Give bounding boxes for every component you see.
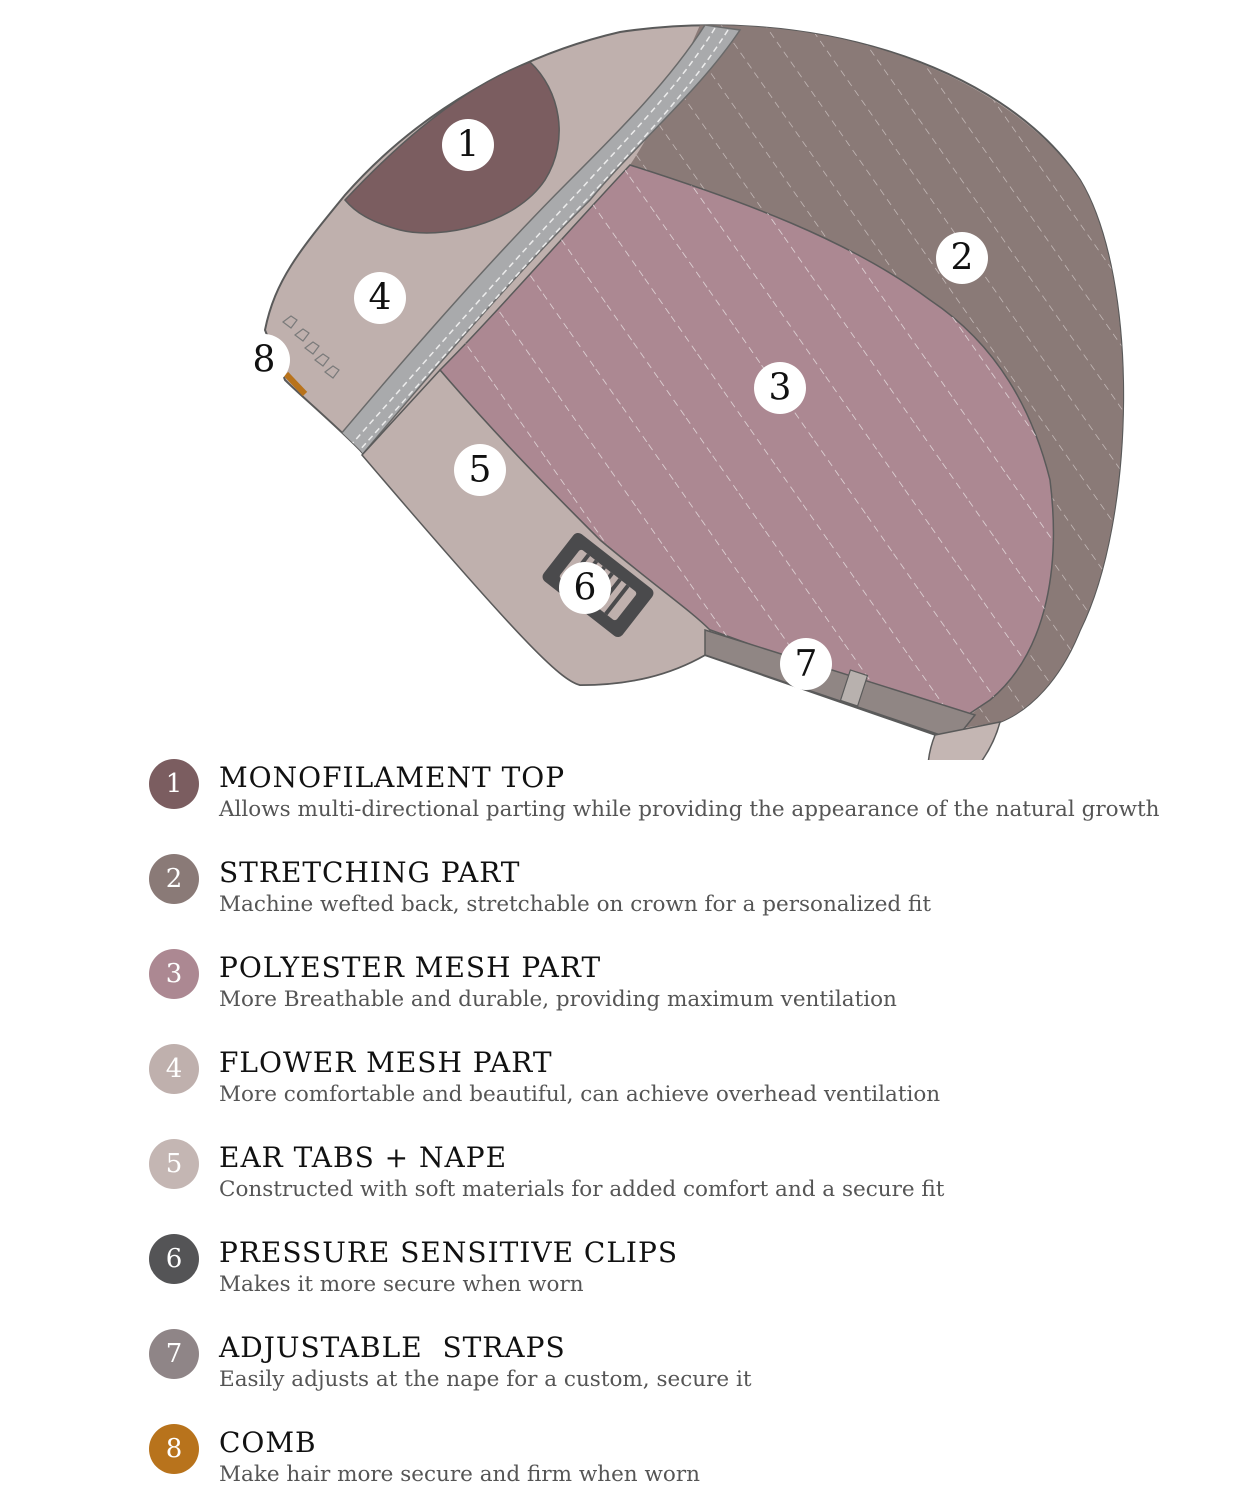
legend-description: Constructed with soft materials for adde…	[219, 1177, 945, 1202]
marker-1: 1	[442, 119, 494, 171]
svg-text:1: 1	[457, 125, 480, 166]
legend-item: 6 PRESSURE SENSITIVE CLIPS Makes it more s…	[0, 1230, 1260, 1320]
svg-text:6: 6	[574, 568, 597, 609]
marker-6: 6	[559, 562, 611, 614]
svg-text:5: 5	[469, 450, 492, 491]
legend-number-badge: 2	[149, 854, 199, 904]
legend-description: Machine wefted back, stretchable on crow…	[219, 892, 932, 917]
legend-number-badge: 7	[149, 1329, 199, 1379]
marker-3: 3	[754, 362, 806, 414]
marker-4: 4	[354, 272, 406, 324]
legend-description: Makes it more secure when worn	[219, 1272, 584, 1297]
legend-item: 7 ADJUSTABLE STRAPS Easily adjusts at the …	[0, 1325, 1260, 1415]
svg-text:3: 3	[769, 368, 792, 409]
legend-description: More Breathable and durable, providing m…	[219, 987, 897, 1012]
legend-item: 1 MONOFILAMENT TOP Allows multi-directiona…	[0, 755, 1260, 845]
marker-5: 5	[454, 444, 506, 496]
svg-text:4: 4	[369, 278, 392, 319]
marker-8: 8	[238, 334, 290, 386]
wig-cap-diagram: 1 2 3 4 5 6 7 8	[238, 24, 1125, 760]
legend-number-badge: 3	[149, 949, 199, 999]
marker-7: 7	[780, 638, 832, 690]
comb	[282, 315, 340, 397]
legend-title: PRESSURE SENSITIVE CLIPS	[219, 1236, 679, 1269]
legend-number-badge: 1	[149, 759, 199, 809]
legend-item: 5 EAR TABS + NAPE Constructed with soft ma…	[0, 1135, 1260, 1225]
legend-number-badge: 6	[149, 1234, 199, 1284]
legend-description: More comfortable and beautiful, can achi…	[219, 1082, 941, 1107]
legend-title: STRETCHING PART	[219, 856, 521, 889]
legend-number-badge: 4	[149, 1044, 199, 1094]
legend-item: 3 POLYESTER MESH PART More Breathable and …	[0, 945, 1260, 1035]
legend-item: 2 STRETCHING PART Machine wefted back, str…	[0, 850, 1260, 940]
legend-title: ADJUSTABLE STRAPS	[219, 1331, 566, 1364]
legend-title: EAR TABS + NAPE	[219, 1141, 508, 1174]
marker-2: 2	[936, 232, 988, 284]
legend-title: COMB	[219, 1426, 317, 1459]
legend-title: POLYESTER MESH PART	[219, 951, 602, 984]
svg-text:8: 8	[253, 340, 276, 381]
svg-text:7: 7	[795, 644, 818, 685]
legend-number-badge: 8	[149, 1424, 199, 1474]
legend-description: Easily adjusts at the nape for a custom,…	[219, 1367, 752, 1392]
legend-item: 8 COMB Make hair more secure and firm when…	[0, 1420, 1260, 1510]
legend-description: Allows multi-directional parting while p…	[219, 797, 1160, 822]
legend-title: FLOWER MESH PART	[219, 1046, 553, 1079]
nape-tab	[927, 721, 1002, 760]
svg-text:2: 2	[951, 238, 974, 279]
legend-description: Make hair more secure and firm when worn	[219, 1462, 700, 1487]
wig-cap: 1 2 3 4 5 6 7 8	[238, 24, 1125, 760]
legend-item: 4 FLOWER MESH PART More comfortable and be…	[0, 1040, 1260, 1130]
legend-title: MONOFILAMENT TOP	[219, 761, 566, 794]
legend-number-badge: 5	[149, 1139, 199, 1189]
